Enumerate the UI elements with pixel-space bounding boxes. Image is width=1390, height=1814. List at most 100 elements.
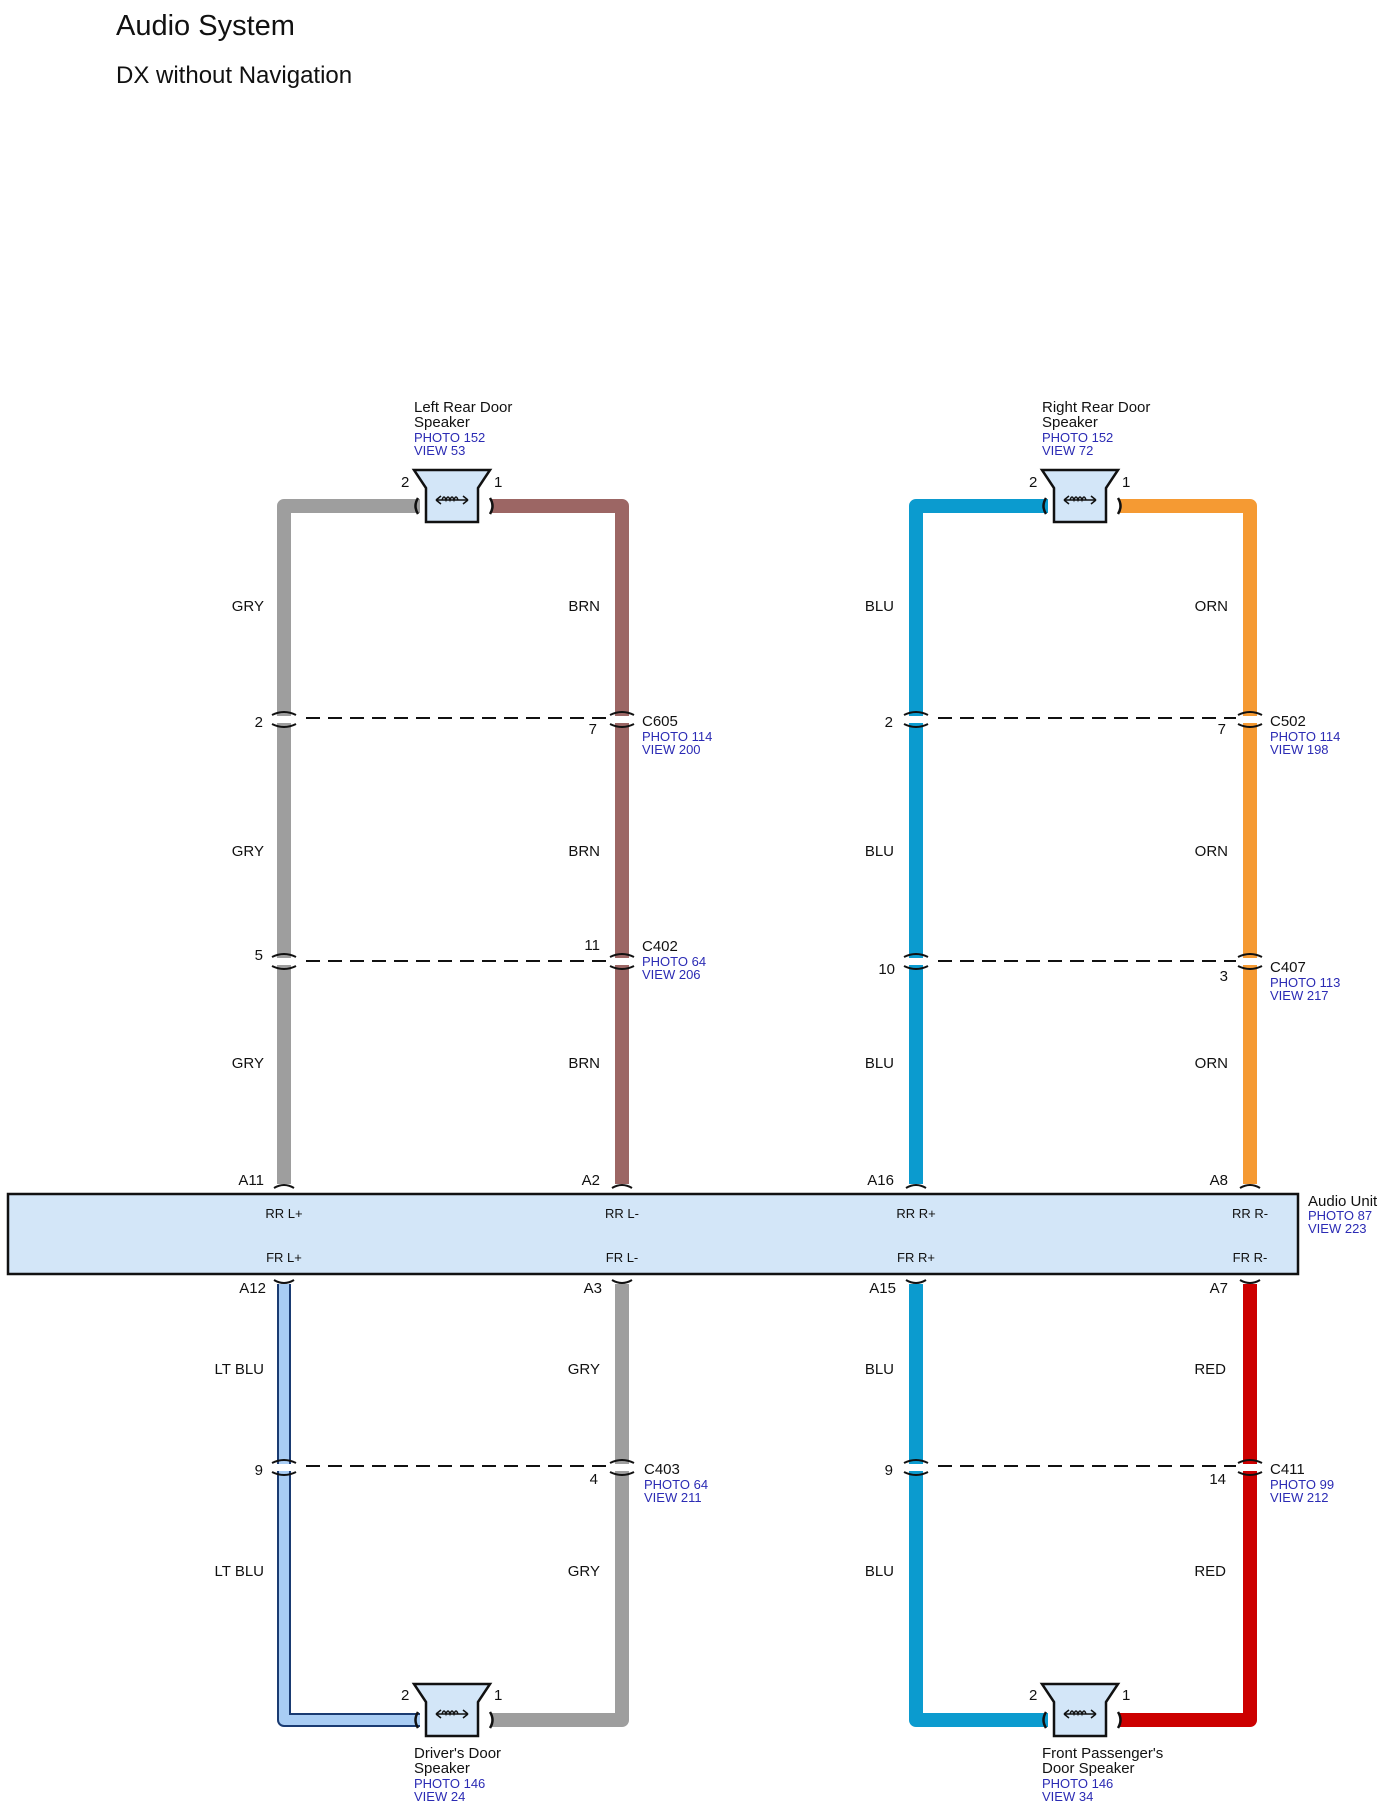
c502-connector-name: C502 (1270, 713, 1306, 730)
left-rear-speaker-name-2: Speaker (414, 414, 470, 431)
driver-speaker-name-2: Speaker (414, 1760, 470, 1777)
audio-unit-signal-rr-r-plus: RR R+ (896, 1206, 935, 1221)
driver-speaker-name-1: Driver's Door (414, 1745, 501, 1762)
c407-photo-link[interactable]: PHOTO 113 (1270, 975, 1340, 990)
audio-unit-box (6, 1192, 1300, 1276)
right-rear-speaker-name-1: Right Rear Door (1042, 399, 1150, 416)
c403-pin-right: 4 (590, 1471, 598, 1488)
c411-view-link[interactable]: VIEW 212 (1270, 1490, 1329, 1505)
c407-connector-name: C407 (1270, 959, 1306, 976)
wire-rear-right-plus (909, 499, 1048, 1184)
connector-pin-breaks (270, 711, 1264, 1476)
c402-photo-link[interactable]: PHOTO 64 (642, 954, 706, 969)
front-passenger-speaker-pin-1: 1 (1122, 1687, 1130, 1704)
c411-connector-name: C411 (1270, 1461, 1305, 1478)
driver-speaker-pin-1: 1 (494, 1687, 502, 1704)
front-passenger-speaker-icon (1040, 1682, 1122, 1738)
c605-connector-name: C605 (642, 713, 678, 730)
wire-label-blu-3: BLU (865, 1055, 894, 1072)
c605-photo-link[interactable]: PHOTO 114 (642, 729, 712, 744)
audio-unit-signal-fr-r-plus: FR R+ (897, 1250, 935, 1265)
audio-unit-signal-rr-l-plus: RR L+ (265, 1206, 302, 1221)
audio-unit-signal-rr-r-minus: RR R- (1232, 1206, 1268, 1221)
audio-unit-pin-a16: A16 (867, 1172, 894, 1189)
audio-unit-signal-fr-r-minus: FR R- (1233, 1250, 1268, 1265)
c502-view-link[interactable]: VIEW 198 (1270, 742, 1329, 757)
c403-pin-left: 9 (255, 1462, 263, 1479)
left-rear-speaker-photo-link[interactable]: PHOTO 152 (414, 430, 485, 445)
c403-view-link[interactable]: VIEW 211 (644, 1490, 702, 1505)
left-rear-speaker-name-1: Left Rear Door (414, 399, 512, 416)
c402-connector-name: C402 (642, 938, 678, 955)
audio-unit-pin-a2: A2 (582, 1172, 600, 1189)
wire-label-brn-1: BRN (568, 598, 600, 615)
wire-label-blu-2: BLU (865, 843, 894, 860)
wire-rear-left-minus (492, 499, 629, 1184)
right-rear-speaker-icon (1040, 468, 1122, 524)
audio-unit-view-link[interactable]: VIEW 223 (1308, 1221, 1367, 1236)
wire-label-red-1: RED (1194, 1361, 1226, 1378)
audio-unit-signal-fr-l-plus: FR L+ (266, 1250, 302, 1265)
audio-unit-signal-rr-l-minus: RR L- (605, 1206, 639, 1221)
c502-pin-left: 2 (885, 714, 893, 731)
audio-unit-pin-marks (273, 1184, 1261, 1284)
wire-front-right-minus (1120, 1284, 1257, 1727)
left-rear-speaker-icon (412, 468, 494, 524)
driver-speaker-photo-link[interactable]: PHOTO 146 (414, 1776, 485, 1791)
wire-label-gry-1: GRY (232, 598, 264, 615)
wire-label-gry-3: GRY (232, 1055, 264, 1072)
c411-pin-left: 9 (885, 1462, 893, 1479)
c403-photo-link[interactable]: PHOTO 64 (644, 1477, 708, 1492)
c403-connector-name: C403 (644, 1461, 680, 1478)
wire-label-brn-3: BRN (568, 1055, 600, 1072)
wire-label-lt-blu-1: LT BLU (215, 1361, 264, 1378)
audio-unit-photo-link[interactable]: PHOTO 87 (1308, 1208, 1372, 1223)
right-rear-speaker-name-2: Speaker (1042, 414, 1098, 431)
audio-unit-pin-a8: A8 (1210, 1172, 1228, 1189)
right-rear-speaker-pin-1: 1 (1122, 474, 1130, 491)
c407-pin-left: 10 (878, 961, 895, 978)
right-rear-speaker-view-link[interactable]: VIEW 72 (1042, 443, 1093, 458)
wire-label-blu-1: BLU (865, 598, 894, 615)
c411-photo-link[interactable]: PHOTO 99 (1270, 1477, 1334, 1492)
c411-pin-right: 14 (1209, 1471, 1226, 1488)
audio-unit-signal-fr-l-minus: FR L- (606, 1250, 639, 1265)
wire-label-orn-1: ORN (1195, 598, 1228, 615)
audio-unit-pin-a15: A15 (869, 1280, 896, 1297)
c402-pin-right: 11 (584, 937, 600, 954)
left-rear-speaker-view-link[interactable]: VIEW 53 (414, 443, 465, 458)
left-rear-speaker-pin-1: 1 (494, 474, 502, 491)
c407-pin-right: 3 (1220, 968, 1228, 985)
front-passenger-speaker-name-1: Front Passenger's (1042, 1745, 1163, 1762)
right-rear-speaker-photo-link[interactable]: PHOTO 152 (1042, 430, 1113, 445)
audio-unit-name: Audio Unit (1308, 1193, 1378, 1210)
front-passenger-speaker-name-2: Door Speaker (1042, 1760, 1135, 1777)
c407-view-link[interactable]: VIEW 217 (1270, 988, 1329, 1003)
c605-view-link[interactable]: VIEW 200 (642, 742, 701, 757)
wire-label-brn-2: BRN (568, 843, 600, 860)
wire-label-orn-3: ORN (1195, 1055, 1228, 1072)
wire-rear-left-plus (277, 499, 420, 1184)
c605-pin-right: 7 (589, 721, 597, 738)
wire-front-left-plus-outline (277, 1284, 420, 1727)
wire-label-blu-4: BLU (865, 1361, 894, 1378)
wire-label-gry-5: GRY (568, 1563, 600, 1580)
left-rear-speaker-pin-2: 2 (401, 474, 409, 491)
c605-pin-left: 2 (255, 714, 263, 731)
c502-pin-right: 7 (1218, 721, 1226, 738)
wire-label-lt-blu-2: LT BLU (215, 1563, 264, 1580)
page-title: Audio System (116, 10, 295, 42)
wire-front-left-minus (492, 1284, 629, 1727)
c402-view-link[interactable]: VIEW 206 (642, 967, 701, 982)
driver-speaker-view-link[interactable]: VIEW 24 (414, 1789, 465, 1804)
c502-photo-link[interactable]: PHOTO 114 (1270, 729, 1340, 744)
wire-front-right-plus (909, 1284, 1048, 1727)
audio-unit-pin-a3: A3 (584, 1280, 602, 1297)
audio-unit-pin-a11: A11 (238, 1172, 264, 1189)
wire-label-red-2: RED (1194, 1563, 1226, 1580)
front-passenger-speaker-view-link[interactable]: VIEW 34 (1042, 1789, 1093, 1804)
front-passenger-speaker-photo-link[interactable]: PHOTO 146 (1042, 1776, 1113, 1791)
wire-label-blu-5: BLU (865, 1563, 894, 1580)
audio-unit-pin-a12: A12 (239, 1280, 266, 1297)
